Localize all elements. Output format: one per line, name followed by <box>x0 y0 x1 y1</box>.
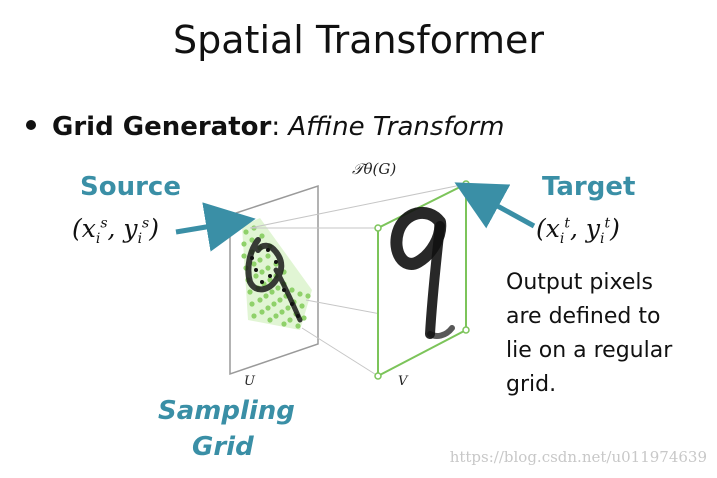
bullet-line: Grid Generator: Affine Transform <box>26 112 504 142</box>
source-math: (xis, yis) <box>72 214 159 247</box>
bullet-italic-text: Affine Transform <box>288 112 505 142</box>
output-desc-line: grid. <box>506 372 557 397</box>
target-label: Target <box>542 172 636 202</box>
slide-title: Spatial Transformer <box>173 18 544 62</box>
output-desc-line: lie on a regular <box>506 338 673 363</box>
source-label: Source <box>80 172 181 202</box>
input-digit-dots <box>250 248 300 318</box>
bullet-bold-text: Grid Generator <box>52 112 272 142</box>
sampling-grid-label-line2: Grid <box>192 432 254 462</box>
bullet-dot-icon <box>26 119 36 130</box>
output-image-letter: V <box>398 374 408 389</box>
output-desc-line: Output pixels <box>506 270 653 295</box>
source-arrow <box>175 202 256 252</box>
target-math: (xit, yit) <box>536 214 620 247</box>
target-arrow <box>454 182 536 229</box>
transform-label: 𝒯θ(G) <box>352 160 397 178</box>
output-desc-line: are defined to <box>506 304 661 329</box>
bullet-separator: : <box>271 112 289 142</box>
output-frame-corners <box>374 180 470 380</box>
sampling-grid-label-line1: Sampling <box>158 396 295 426</box>
output-description: Output pixels are defined to lie on a re… <box>506 266 706 402</box>
watermark: https://blog.csdn.net/u011974639 <box>449 448 707 466</box>
output-digit <box>390 207 455 339</box>
input-image-letter: U <box>244 374 255 389</box>
